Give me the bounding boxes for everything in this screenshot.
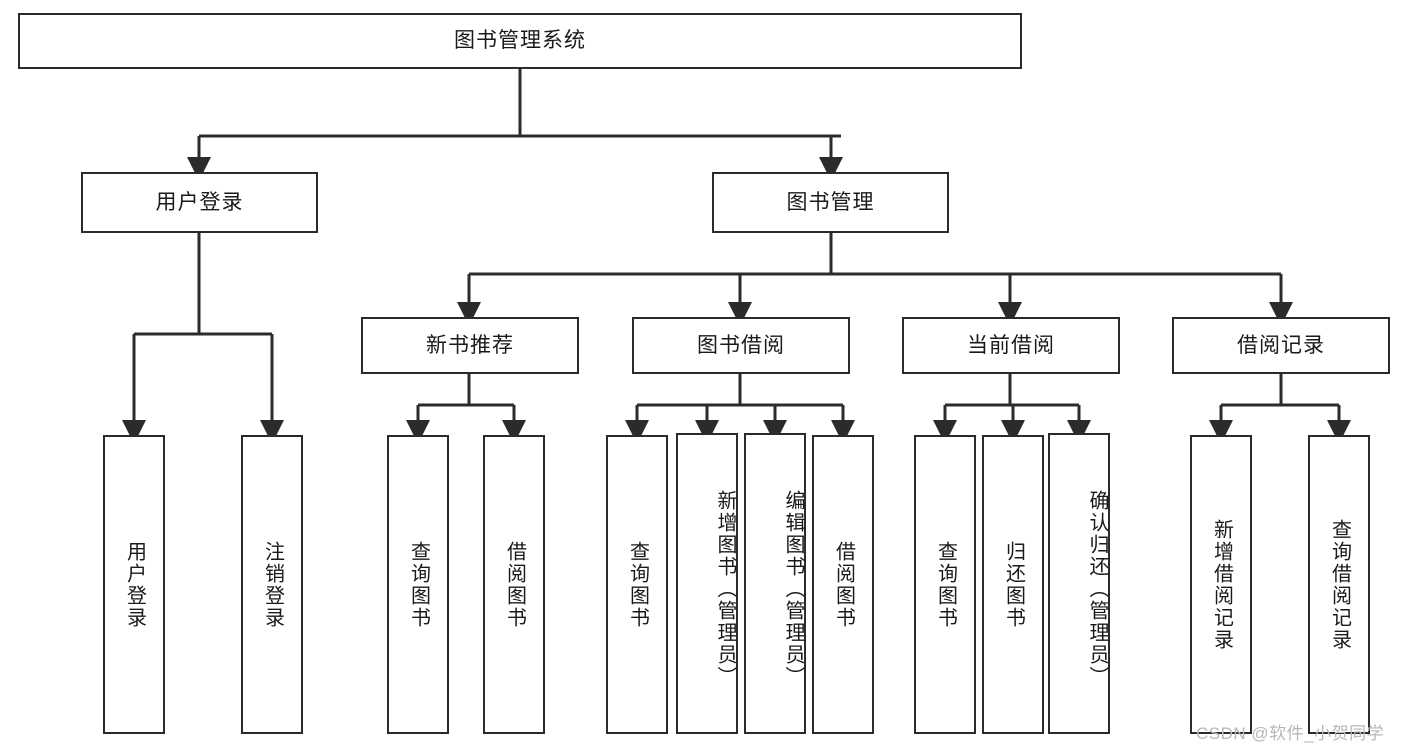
leaf-user-login[interactable]: 用户登录 [103,435,165,734]
leaf-query-borrow-record[interactable]: 查询借阅记录 [1308,435,1370,734]
leaf-query-book-borrow[interactable]: 查询图书 [606,435,668,734]
leaf-edit-book-admin[interactable]: 编辑图书（管理员） [744,433,806,734]
leaf-query-book-recommend[interactable]: 查询图书 [387,435,449,734]
node-book-management[interactable]: 图书管理 [712,172,949,233]
leaf-confirm-return-admin[interactable]: 确认归还（管理员） [1048,433,1110,734]
leaf-return-book[interactable]: 归还图书 [982,435,1044,734]
node-new-book-recommend[interactable]: 新书推荐 [361,317,579,374]
leaf-query-book-current[interactable]: 查询图书 [914,435,976,734]
leaf-borrow-book-recommend[interactable]: 借阅图书 [483,435,545,734]
leaf-logout-login[interactable]: 注销登录 [241,435,303,734]
node-borrow-record[interactable]: 借阅记录 [1172,317,1390,374]
node-current-borrow[interactable]: 当前借阅 [902,317,1120,374]
leaf-add-book-admin[interactable]: 新增图书（管理员） [676,433,738,734]
node-book-borrow[interactable]: 图书借阅 [632,317,850,374]
leaf-borrow-book[interactable]: 借阅图书 [812,435,874,734]
node-root[interactable]: 图书管理系统 [18,13,1022,69]
node-user-login[interactable]: 用户登录 [81,172,318,233]
leaf-add-borrow-record[interactable]: 新增借阅记录 [1190,435,1252,734]
csdn-watermark: CSDN @软件_小贺同学 [1196,724,1385,743]
